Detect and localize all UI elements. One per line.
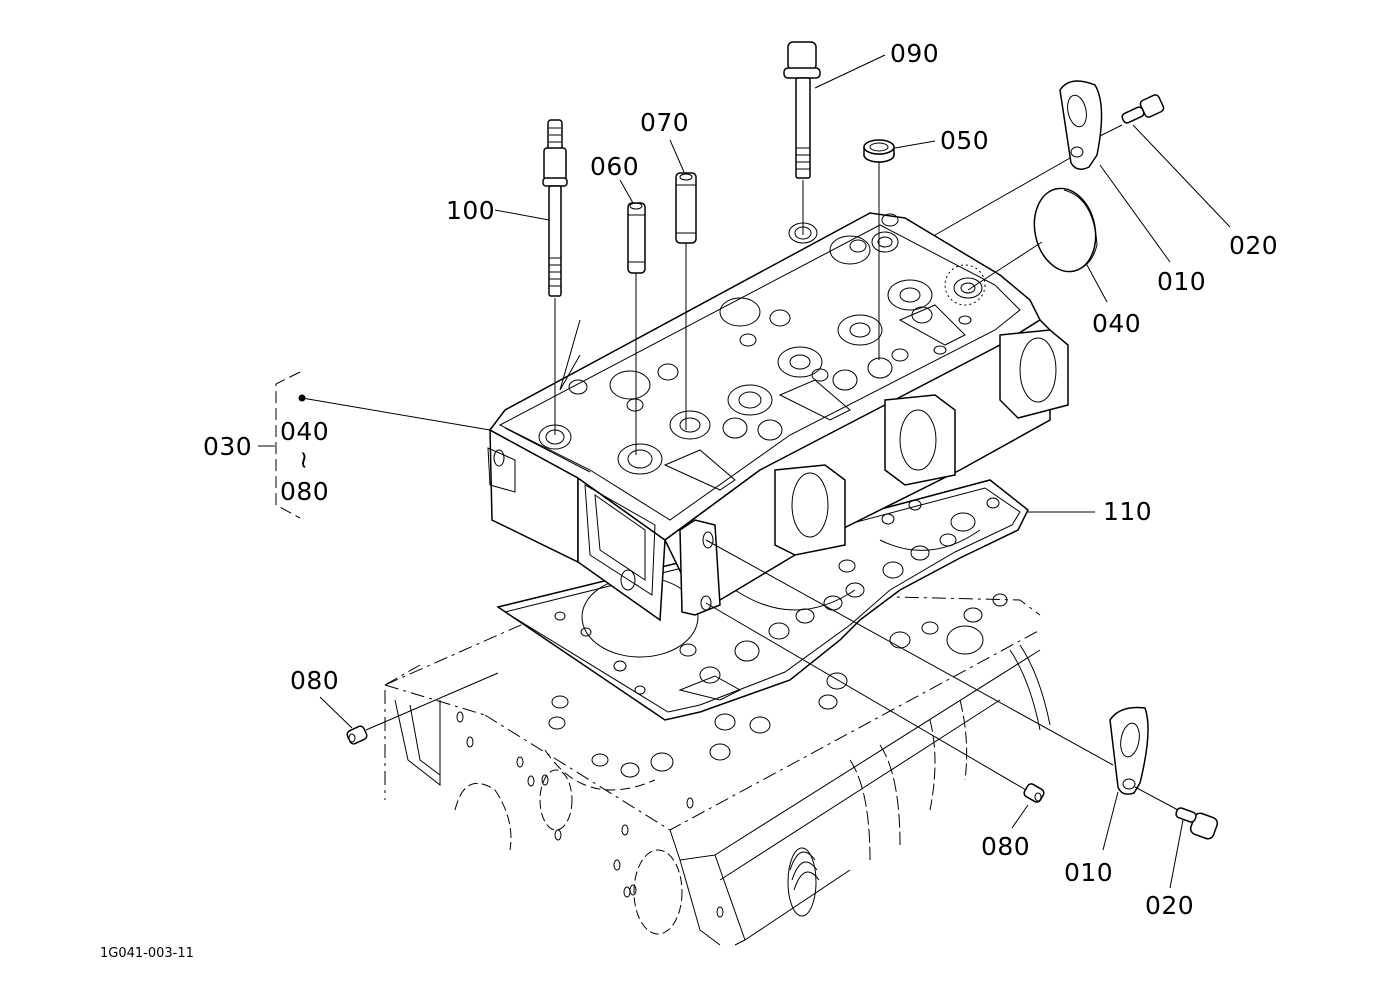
- callout-110[interactable]: 110: [1103, 497, 1153, 526]
- callout-010-front[interactable]: 010: [1064, 858, 1114, 887]
- callout-070[interactable]: 070: [640, 108, 690, 137]
- callout-010-rear[interactable]: 010: [1157, 267, 1207, 296]
- diagram-reference-code: 1G041-003-11: [100, 946, 194, 961]
- part-020-bolt-front: [1134, 786, 1219, 840]
- group-range-end: 080: [280, 477, 330, 506]
- engine-block: [384, 589, 1051, 946]
- part-010-hanger-front: [705, 539, 1149, 795]
- callout-080-right[interactable]: 080: [981, 832, 1031, 861]
- part-010-hanger-rear: [934, 80, 1103, 236]
- part-040-plug-cap: [967, 187, 1098, 291]
- callout-040[interactable]: 040: [1092, 309, 1142, 338]
- head-gasket: [496, 479, 1029, 721]
- leader-lines: [258, 54, 1231, 889]
- callout-020-front[interactable]: 020: [1145, 891, 1195, 920]
- part-050-seal: [863, 139, 895, 360]
- callout-060[interactable]: 060: [590, 152, 640, 181]
- part-100-stud-bolt: [542, 119, 568, 435]
- callout-100[interactable]: 100: [446, 196, 496, 225]
- callout-090[interactable]: 090: [890, 39, 940, 68]
- part-060-valve-guide: [627, 202, 646, 455]
- part-090-head-bolt: [783, 41, 821, 235]
- callout-030-group[interactable]: 030: [203, 432, 253, 461]
- callout-020-rear[interactable]: 020: [1229, 231, 1279, 260]
- group-range-separator: ~: [290, 449, 319, 471]
- group-range-start: 040: [280, 417, 330, 446]
- part-080-plug-right: [705, 602, 1045, 803]
- part-070-valve-guide: [675, 172, 697, 430]
- callout-050[interactable]: 050: [940, 126, 990, 155]
- cylinder-head: [487, 212, 1069, 622]
- part-020-bolt-rear: [1099, 94, 1165, 137]
- callout-080-left[interactable]: 080: [290, 666, 340, 695]
- part-080-plug-left: [346, 672, 499, 745]
